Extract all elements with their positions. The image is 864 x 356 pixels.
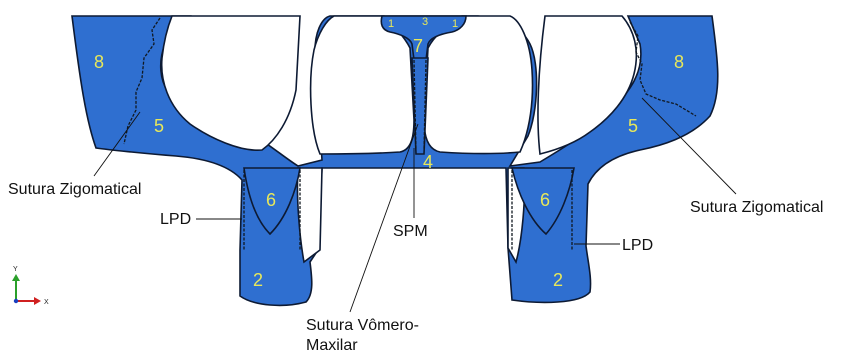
label-lpd-right: LPD [622,237,653,254]
label-sutura-vomero-line1: Sutura Vômero- [306,317,419,334]
region-number-7: 7 [413,36,423,56]
region-number-8-right: 8 [674,52,684,72]
region-number-6-left: 6 [266,190,276,210]
axis-label-y: Y [13,266,18,273]
region-number-4: 4 [423,152,433,172]
region-number-2-right: 2 [553,270,563,290]
region-number-1-left: 1 [388,18,394,30]
region-number-1-right: 1 [452,18,458,30]
region-number-5-left: 5 [154,116,164,136]
interdental-gap-left [297,168,322,262]
label-sutura-zigomatical-right: Sutura Zigomatical [690,199,823,216]
label-lpd-left: LPD [160,211,191,228]
label-sutura-vomero-line2: Maxilar [306,337,358,354]
label-sutura-zigomatical-left: Sutura Zigomatical [8,181,141,198]
region-number-2-left: 2 [253,270,263,290]
label-spm: SPM [393,223,428,240]
nasal-cavity-left [311,16,414,154]
nasal-cavity-right [424,16,533,154]
region-number-3: 3 [422,16,428,28]
axis-label-x: X [44,299,49,306]
coordinate-triad-icon: Y X [12,266,49,306]
region-number-6-right: 6 [540,190,550,210]
region-number-8-left: 8 [94,52,104,72]
region-number-5-right: 5 [628,116,638,136]
